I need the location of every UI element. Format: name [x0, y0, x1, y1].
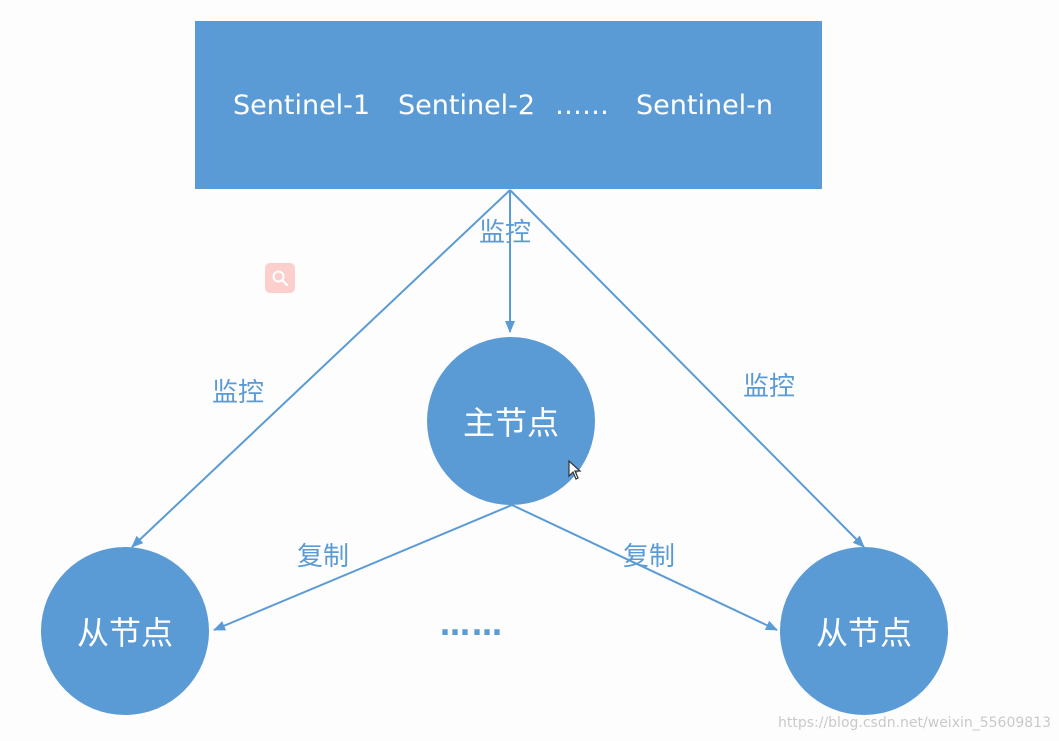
sentinel-n-label: Sentinel-n: [636, 90, 774, 121]
sentinel-cluster-box: [195, 21, 822, 189]
monitor-arrow-left: [131, 189, 511, 548]
sentinel-2-label: Sentinel-2: [398, 90, 536, 121]
search-icon[interactable]: [265, 263, 295, 293]
monitor-label-center: 监控: [479, 218, 532, 248]
slave-node-right: 从节点: [780, 547, 948, 715]
sentinel-ellipsis: ……: [555, 90, 609, 121]
slave-node-right-label: 从节点: [815, 614, 912, 652]
slave-node-left-label: 从节点: [76, 614, 173, 652]
replicate-label-left: 复制: [297, 542, 350, 572]
watermark-url: https://blog.csdn.net/weixin_55609813: [777, 715, 1051, 731]
monitor-label-left: 监控: [212, 378, 265, 408]
master-node-label: 主节点: [462, 404, 559, 442]
slave-node-left: 从节点: [41, 547, 209, 715]
monitor-arrow-right: [509, 189, 865, 548]
monitor-label-right: 监控: [743, 372, 796, 402]
replicate-arrow-left: [213, 504, 513, 631]
mouse-cursor-icon: [568, 460, 582, 480]
replicate-arrow-right: [511, 504, 778, 631]
master-node: 主节点: [427, 337, 595, 505]
search-icon-glyph: [272, 270, 289, 287]
sentinel-1-label: Sentinel-1: [233, 90, 371, 121]
replicate-label-right: 复制: [623, 542, 676, 572]
more-slaves-ellipsis: ……: [440, 608, 504, 643]
